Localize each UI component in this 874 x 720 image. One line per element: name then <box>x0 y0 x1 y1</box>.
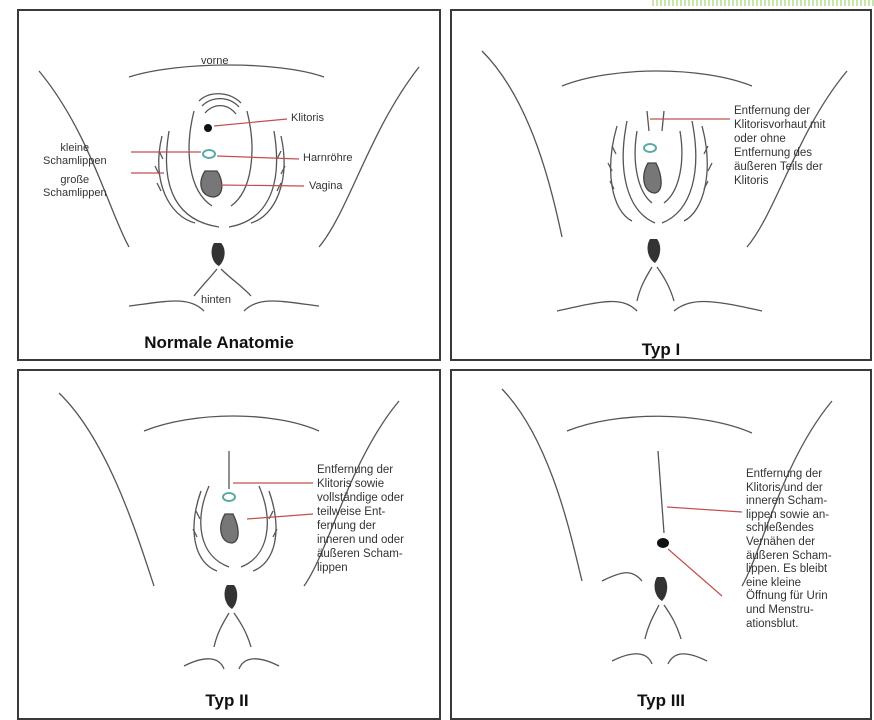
typ-1-description: Entfernung der Klitorisvorhaut mit oder … <box>734 104 825 188</box>
label-hinten: hinten <box>201 294 231 307</box>
label-vorne: vorne <box>201 55 229 68</box>
label-vagina: Vagina <box>309 180 342 193</box>
panel-normal-anatomy: vorne Klitoris kleine Schamlippen Harnrö… <box>17 9 441 361</box>
panel-title-typ-1: Typ I <box>452 340 870 360</box>
label-harnroehre: Harnröhre <box>303 152 353 165</box>
panel-title-typ-3: Typ III <box>452 691 870 711</box>
panel-typ-1: Entfernung der Klitorisvorhaut mit oder … <box>450 9 872 361</box>
panel-typ-2: Entfernung der Klitoris sowie vollständi… <box>17 369 441 720</box>
typ-2-description: Entfernung der Klitoris sowie vollständi… <box>317 463 404 575</box>
label-grosse-schamlippen: große Schamlippen <box>43 174 107 200</box>
panel-typ-3: Entfernung der Klitoris und der inneren … <box>450 369 872 720</box>
decorative-stripe <box>652 0 874 6</box>
label-kleine-schamlippen: kleine Schamlippen <box>43 142 107 168</box>
panel-title-normal-anatomy: Normale Anatomie <box>19 333 419 353</box>
label-klitoris: Klitoris <box>291 112 324 125</box>
panel-title-typ-2: Typ II <box>19 691 435 711</box>
typ-3-description: Entfernung der Klitoris und der inneren … <box>746 468 832 631</box>
